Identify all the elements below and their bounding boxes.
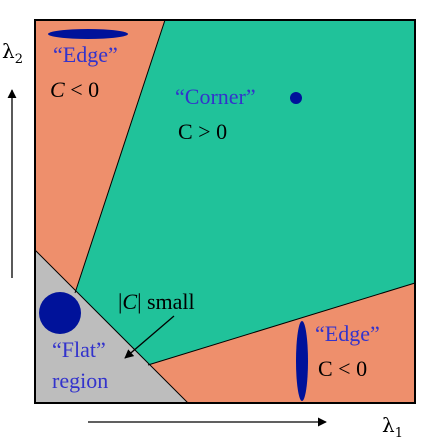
y-axis-subscript: 2 [15,52,23,67]
edge-right-condition: C < 0 [318,356,367,381]
flat-title: “Flat” [52,337,106,362]
flat-disk [39,292,81,334]
flat-note-prefix: | [118,289,122,314]
y-axis-label: λ2 [2,39,23,67]
corner-region [75,20,415,365]
horizontal-edge-ellipse [48,29,128,39]
x-axis-symbol: λ [382,413,395,437]
flat-note: |C| small [118,289,195,314]
corner-boundary-bottom [147,282,416,366]
edge-top-condition-rest: < 0 [65,77,99,102]
x-axis-label: λ1 [382,413,403,441]
y-axis-symbol: λ [2,39,15,63]
vertical-edge-ellipse [296,321,308,401]
edge-right-title: “Edge” [315,321,380,346]
edge-top-condition: C < 0 [50,77,99,102]
corner-title: “Corner” [175,84,256,109]
region-boundaries [34,19,416,404]
flat-note-suffix: | small [137,289,195,314]
plot-frame [34,19,416,404]
corner-boundary-left [74,19,166,294]
corner-dot [290,92,302,104]
edge-top-condition-var: C [50,77,65,102]
flat-subtitle: region [52,368,108,393]
edge-top-title: “Edge” [53,42,118,67]
small-c-arrow [124,315,175,359]
flat-note-var: C [122,289,137,314]
x-axis-subscript: 1 [395,426,403,441]
corner-condition: C > 0 [178,119,227,144]
flat-boundary [34,249,189,404]
